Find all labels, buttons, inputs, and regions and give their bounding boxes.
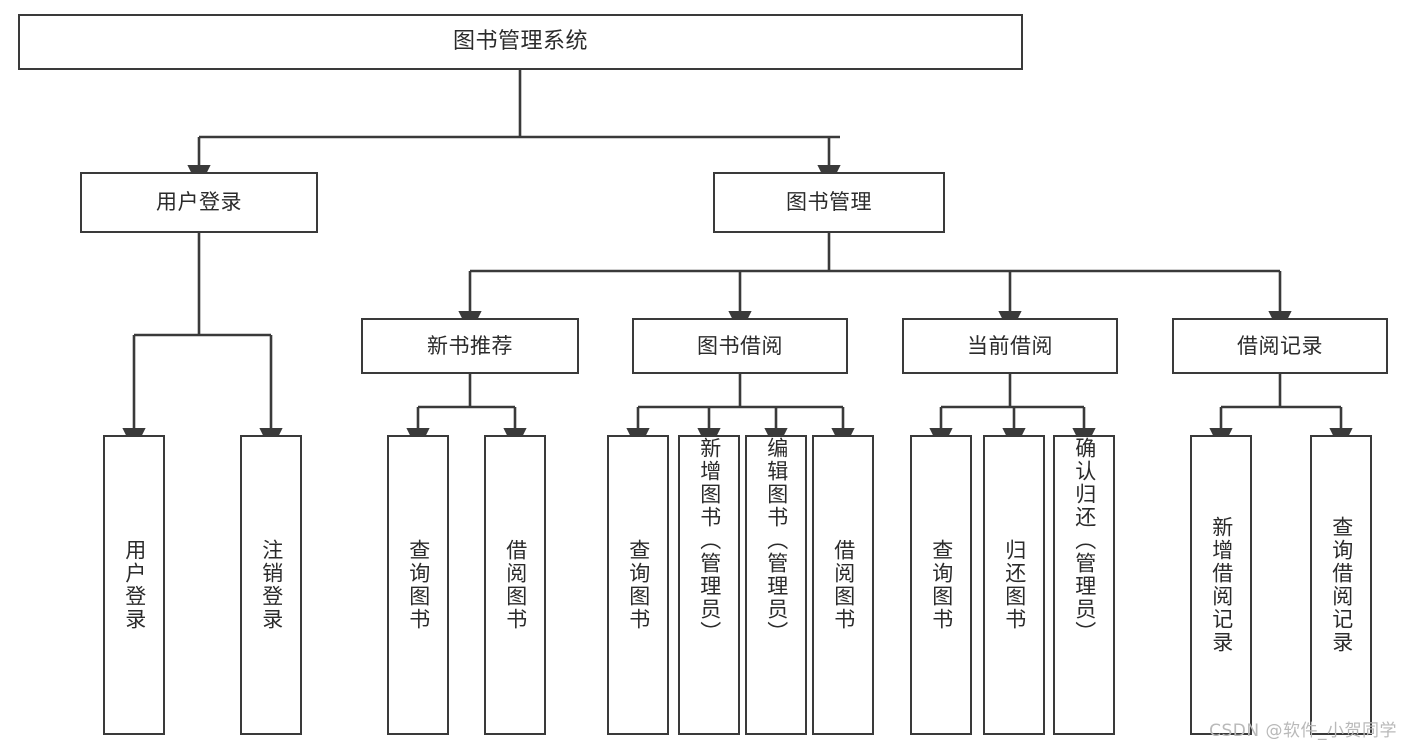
- node-leaf-logout-label: 注销登录: [259, 539, 284, 631]
- node-leaf-query-record-label: 查询借阅记录: [1329, 516, 1354, 654]
- node-leaf-query-book-1[interactable]: 查询图书: [387, 435, 449, 735]
- watermark: CSDN @软件_小贺同学: [1209, 721, 1397, 741]
- node-borrow-record[interactable]: 借阅记录: [1172, 318, 1388, 374]
- node-leaf-query-book-2-label: 查询图书: [626, 539, 651, 631]
- node-leaf-query-book-1-label: 查询图书: [406, 539, 431, 631]
- node-book-manage-label: 图书管理: [786, 190, 872, 215]
- node-leaf-user-login-label: 用户登录: [122, 539, 147, 631]
- node-leaf-add-book[interactable]: 新增图书（管理员）: [678, 435, 740, 735]
- node-leaf-return-book[interactable]: 归还图书: [983, 435, 1045, 735]
- node-book-borrow-label: 图书借阅: [697, 333, 783, 358]
- node-leaf-borrow-book-2[interactable]: 借阅图书: [812, 435, 874, 735]
- node-leaf-query-book-2[interactable]: 查询图书: [607, 435, 669, 735]
- node-leaf-query-book-3[interactable]: 查询图书: [910, 435, 972, 735]
- node-user-login-label: 用户登录: [156, 190, 242, 215]
- node-leaf-user-login[interactable]: 用户登录: [103, 435, 165, 735]
- node-leaf-return-book-label: 归还图书: [1002, 539, 1027, 631]
- node-leaf-borrow-book-1-label: 借阅图书: [503, 539, 528, 631]
- node-root-label: 图书管理系统: [452, 29, 588, 55]
- node-new-book-recommend-label: 新书推荐: [427, 333, 513, 358]
- node-leaf-edit-book[interactable]: 编辑图书（管理员）: [745, 435, 807, 735]
- node-current-borrow[interactable]: 当前借阅: [902, 318, 1118, 374]
- node-book-borrow[interactable]: 图书借阅: [632, 318, 848, 374]
- node-leaf-logout[interactable]: 注销登录: [240, 435, 302, 735]
- node-leaf-query-book-3-label: 查询图书: [929, 539, 954, 631]
- node-leaf-add-record-label: 新增借阅记录: [1209, 516, 1234, 654]
- node-leaf-confirm-return[interactable]: 确认归还（管理员）: [1053, 435, 1115, 735]
- node-leaf-borrow-book-2-label: 借阅图书: [831, 539, 856, 631]
- node-new-book-recommend[interactable]: 新书推荐: [361, 318, 579, 374]
- node-leaf-confirm-return-label: 确认归还（管理员）: [1072, 437, 1097, 644]
- node-leaf-borrow-book-1[interactable]: 借阅图书: [484, 435, 546, 735]
- node-root[interactable]: 图书管理系统: [18, 14, 1023, 70]
- node-current-borrow-label: 当前借阅: [967, 333, 1053, 358]
- node-borrow-record-label: 借阅记录: [1237, 333, 1323, 358]
- node-leaf-add-book-label: 新增图书（管理员）: [697, 437, 722, 644]
- node-user-login[interactable]: 用户登录: [80, 172, 318, 233]
- node-book-manage[interactable]: 图书管理: [713, 172, 945, 233]
- node-leaf-edit-book-label: 编辑图书（管理员）: [764, 437, 789, 644]
- node-leaf-add-record[interactable]: 新增借阅记录: [1190, 435, 1252, 735]
- node-leaf-query-record[interactable]: 查询借阅记录: [1310, 435, 1372, 735]
